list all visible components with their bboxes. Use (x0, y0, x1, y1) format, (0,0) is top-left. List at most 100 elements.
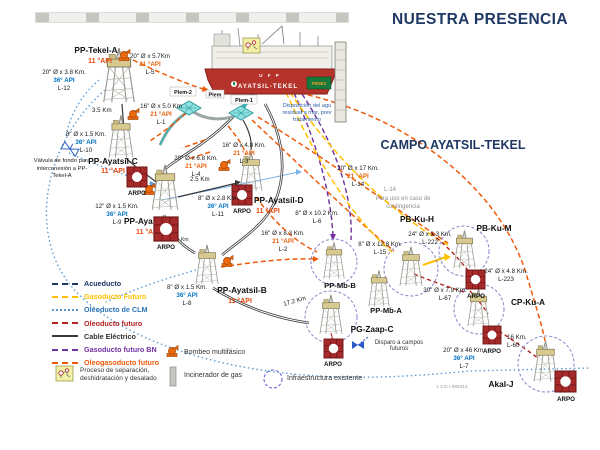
pump-icon (127, 107, 140, 120)
legend-label: Oleoducto de CLM (84, 305, 148, 315)
distance-label: Km (181, 237, 189, 243)
cable-dbl (212, 287, 310, 324)
plem-label: Plem (209, 93, 222, 99)
pipe-label: 20" Ø x 46 Km. (443, 347, 485, 354)
pipe-label: L-14 (352, 181, 365, 188)
legend-item-gasoducto-futuro: Gasoducto Futuro (52, 290, 202, 303)
incinerator-icon-legend (169, 366, 177, 387)
pipe-label: L-8 (183, 300, 193, 307)
pipe-label: L-6 (313, 218, 323, 225)
label-pp-ayatsil-a: PP-Aya (124, 216, 153, 226)
arrowhead (296, 169, 302, 175)
existing-infrastructure-icon (263, 369, 283, 389)
cable (242, 119, 252, 151)
arpo-label: ARPO (483, 348, 501, 355)
platform-pg-zaap-c (319, 294, 343, 335)
arrowhead (330, 234, 336, 241)
pipe-label: L-222 (422, 239, 438, 246)
platform-labels: PP-Tekel-A 11 °API PP-Ayatsil-C 11 °API … (74, 45, 545, 389)
pipe-label: L-15 (374, 249, 387, 256)
plem-labelbox (205, 89, 225, 99)
arpo-icon (231, 184, 253, 206)
pipe-label: 21 °API (272, 238, 294, 245)
legend-item-cable-electrico: Cable Eléctrico (52, 330, 202, 343)
version-note: v 2 D I 090413 (436, 384, 468, 390)
circle-pp-mb-b (310, 238, 358, 286)
future-fields-tie-icon (352, 336, 369, 349)
label-pp-ayatsil-d-api: 11 °API (256, 207, 280, 215)
ship-deck-lines (216, 51, 328, 59)
label-pp-ayatsil-b-api: 11 °API (228, 297, 252, 305)
pipe-label: 8" Ø x 2.8 Km. (198, 195, 238, 202)
label-pp-ayatsil-a-api: 11 °A (136, 228, 153, 236)
disposal-note: residual a mar, prev (282, 110, 331, 116)
pipe-label: 36° API (453, 355, 474, 362)
oleogasoducto (299, 92, 546, 342)
pipe-label: 20" Ø x 5.7Km (130, 53, 170, 60)
pipe-label: 21 °API (139, 61, 161, 68)
pipe-label: 21 °API (150, 111, 172, 118)
label-pp-mb-b: PP-Mb-B (324, 281, 356, 290)
oleoducto-clm-l11 (161, 171, 299, 201)
label-pp-ayatsil-c: PP-Ayatsil-C (88, 156, 138, 166)
legend-label: Cable Eléctrico (84, 331, 136, 341)
oleoducto-clm-b (105, 269, 197, 303)
map-header-strip (35, 12, 349, 23)
future-fields-note: Disparo a campos futuros (374, 340, 424, 352)
distance-label: 3.5 Km (92, 107, 112, 114)
valve-note: Válvula de fondo para interconexión a PP… (33, 158, 91, 180)
plem-2-labelbox (169, 86, 197, 97)
label-pp-tekel-a: PP-Tekel-A (74, 45, 117, 55)
disposal-note: tratamiento (293, 117, 321, 123)
legend-incinerador-label: Incinerador de gas (184, 372, 242, 379)
ship-label-name: AYATSIL-TEKEL (238, 83, 298, 90)
oleoducto-clm-tekel (65, 79, 100, 137)
page-title: NUESTRA PRESENCIA (392, 11, 568, 28)
pipe-label: 24" Ø x 3.3 Km. (408, 231, 452, 238)
pipe-label: 20" Ø x 17 Km. (337, 165, 379, 172)
legend-label: Oleoducto futuro (84, 318, 143, 328)
arpo-icon (126, 166, 148, 188)
platform-pb-ku-h (399, 246, 423, 287)
pipe-label: 30" Ø x 7.9 Km. (423, 287, 467, 294)
pipe-label: L-4 (192, 171, 202, 178)
arpo-icon (554, 370, 577, 393)
legend-line-sample (52, 335, 78, 338)
pipe-label: L-223 (498, 276, 514, 283)
legend-item-gasoducto-bn: Gasoducto futuro BN (52, 343, 202, 356)
pipe-label: L-12 (58, 85, 71, 92)
legend-item-oleoducto-futuro: Oleoducto futuro (52, 317, 202, 330)
legend-infraestructura-label: Infraestructura existente (287, 375, 363, 382)
process-icon (242, 37, 261, 54)
process-icon-legend (55, 365, 74, 382)
pipe-label: L-2 (279, 246, 289, 253)
arpo-icon (323, 338, 344, 359)
circle-akal-j (517, 335, 575, 393)
oleogasoducto (181, 139, 211, 160)
oleogasoducto (251, 119, 395, 252)
pipe-label: 24" Ø x 4.8 Km. (484, 268, 528, 275)
contingency-note: Para uso en caso de (375, 196, 431, 202)
distance-label: 2.5 Km (190, 176, 210, 183)
gasoducto-futuro (289, 91, 451, 247)
label-pp-ayatsil-b: PP-Ayatsil-B (217, 285, 267, 295)
legend-line-sample (52, 282, 78, 285)
label-pb-ku-h: PB-Ku-H (400, 214, 434, 224)
pump-icon (221, 254, 234, 267)
platform-pp-mb-a (368, 269, 390, 307)
legend-item-oleoducto-clm: Oleoducto de CLM (52, 303, 202, 316)
label-akal-j: Akal-J (489, 379, 514, 389)
oleoducto-clm-arc (45, 89, 592, 378)
icon-layer (118, 48, 234, 357)
legend: Acueducto Gasoducto Futuro Oleoducto de … (52, 277, 202, 369)
platform-pp-mb-b (323, 241, 345, 279)
pipe-label: 8" Ø x 12.8 Km. (358, 241, 402, 248)
pipe-label: L-10 (80, 147, 93, 154)
legend-proceso-label: Proceso de separación, deshidratación y … (80, 367, 157, 383)
pipe-label: 36° API (207, 203, 228, 210)
pipe-label: 20" Ø x 3.8 Km. (42, 69, 86, 76)
pipe-label: 8" Ø x 1.5 Km. (167, 284, 207, 291)
pump-icon (143, 182, 156, 195)
platform-pb-ku-m (453, 230, 476, 269)
